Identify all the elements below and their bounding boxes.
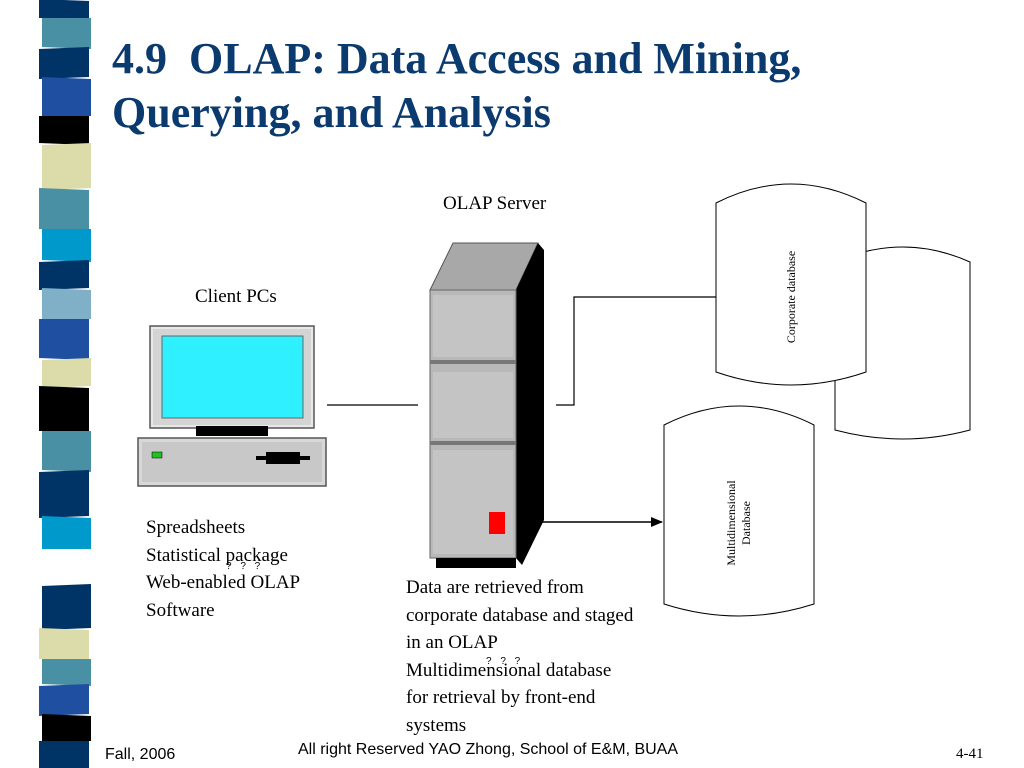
stripe-band (39, 741, 89, 768)
server-corporate-link (556, 296, 716, 406)
slide-title-line-1: 4.9 OLAP: Data Access and Mining, (112, 34, 802, 83)
stripe-band (39, 47, 89, 79)
staging-note-marks: ? ? ? (486, 656, 524, 667)
staging-note-line: for retrieval by front-end (406, 687, 596, 708)
stripe-band (42, 229, 91, 262)
stripe-band (39, 0, 89, 18)
stripe-band (42, 714, 91, 741)
olap-server-label: OLAP Server (443, 193, 547, 214)
stripe-band (42, 659, 91, 686)
stripe-band (39, 628, 89, 659)
corporate-database-icon (715, 183, 867, 386)
stripe-band (42, 358, 91, 388)
corporate-db-label: Corporate database (784, 251, 798, 343)
stripe-band (42, 516, 91, 549)
stripe-band (39, 116, 89, 145)
stripe-band (42, 143, 91, 190)
staging-note-line: in an OLAP (406, 632, 498, 653)
page-number: 4-41 (956, 746, 984, 762)
staging-note: Data are retrieved from corporate databa… (406, 574, 686, 739)
client-pc-icon (137, 325, 327, 487)
stripe-band (42, 431, 91, 472)
slide-title: 4.9 OLAP: Data Access and Mining, Queryi… (112, 32, 992, 140)
multidim-db-label-line-1: Multidimensional (724, 480, 738, 566)
slide-title-line-2: Querying, and Analysis (112, 88, 551, 137)
stripe-group (39, 0, 91, 768)
client-pcs-label: Client PCs (195, 286, 277, 307)
staging-note-line: systems (406, 714, 467, 736)
stripe-band (42, 584, 91, 630)
stripe-band (39, 470, 89, 518)
stripe-band (42, 77, 91, 116)
multidim-db-label-line-2: Database (739, 501, 753, 545)
olap-server-icon (429, 242, 544, 568)
stripe-band (39, 319, 89, 360)
client-tools-list: Spreadsheets Statistical package Web-ena… (146, 514, 300, 624)
stripe-band (42, 18, 91, 49)
stripe-band (42, 288, 91, 319)
client-tool-item: Statistical package (146, 544, 288, 566)
stripe-band (39, 386, 89, 431)
client-tools-marks: ? ? ? (226, 561, 264, 572)
client-tool-item: Software (146, 599, 215, 621)
client-tool-item: Spreadsheets (146, 517, 246, 538)
stripe-band (39, 188, 89, 229)
stripe-band (39, 260, 89, 290)
footer-date: Fall, 2006 (105, 746, 176, 763)
decorative-stripe-bar (39, 0, 91, 768)
staging-note-line: Data are retrieved from (406, 577, 584, 598)
footer-copyright: All right Reserved YAO Zhong, School of … (298, 741, 679, 758)
staging-note-line: Multidimensional database (406, 659, 612, 681)
corporate-database-back-icon (834, 246, 971, 440)
stripe-band (39, 684, 89, 716)
staging-note-line: corporate database and staged (406, 604, 634, 626)
stripe-band (39, 549, 89, 586)
client-tool-item: Web-enabled OLAP (146, 572, 301, 593)
multidimensional-database-icon (663, 405, 815, 617)
